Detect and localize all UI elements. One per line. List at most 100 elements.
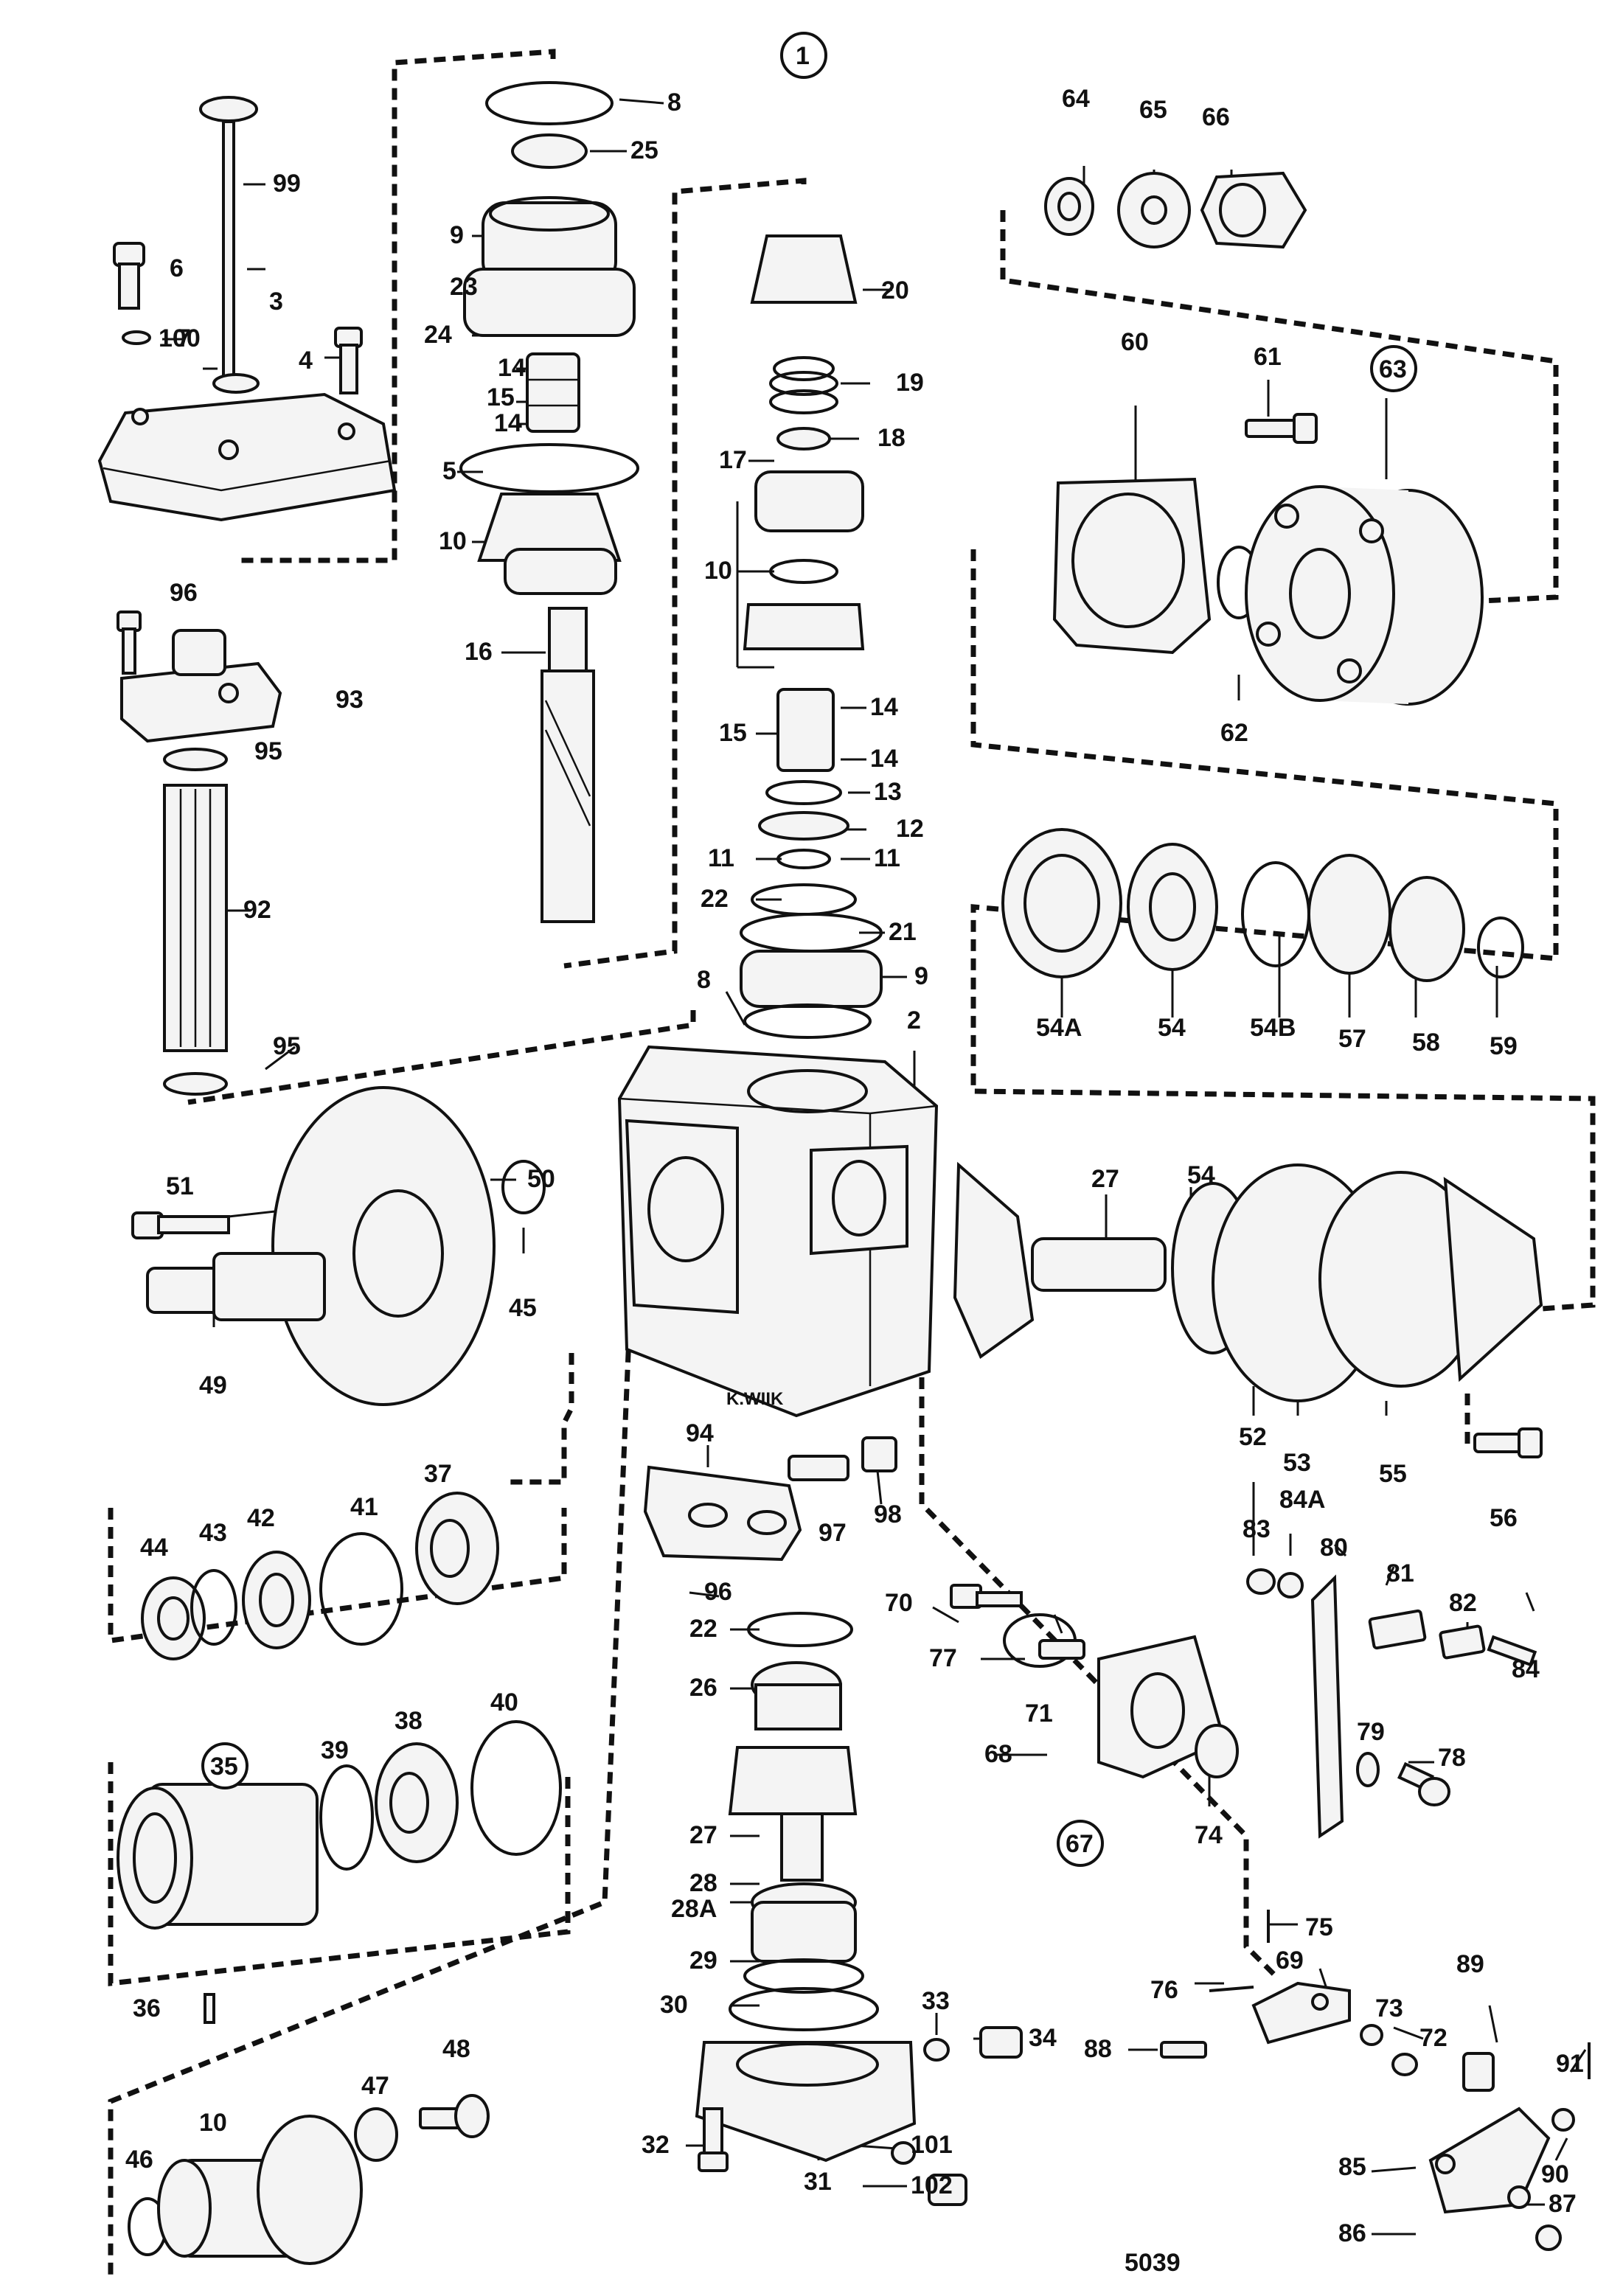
label-53: 53 xyxy=(1283,1449,1311,1477)
label-37: 37 xyxy=(424,1460,452,1488)
label-77: 77 xyxy=(929,1644,957,1672)
label-73: 73 xyxy=(1375,1994,1403,2022)
label-54B: 54B xyxy=(1250,1014,1296,1042)
part-38-bearing xyxy=(375,1742,459,1863)
label-102: 102 xyxy=(911,2171,953,2199)
label-98: 98 xyxy=(874,1500,902,1528)
part-7-washer xyxy=(122,330,151,345)
part-8-shim-top xyxy=(485,81,614,125)
part-54-bearing xyxy=(1127,843,1218,971)
part-80-bracket xyxy=(1310,1574,1344,1839)
circled-label-67: 67 xyxy=(1057,1820,1104,1867)
label-14b: 14 xyxy=(494,409,522,437)
label-90: 90 xyxy=(1541,2160,1569,2188)
part-26-bearing xyxy=(751,1661,842,1730)
part-43-ring xyxy=(190,1569,237,1646)
label-23: 23 xyxy=(450,273,478,301)
part-94-cover xyxy=(643,1465,802,1562)
label-29: 29 xyxy=(689,1947,717,1975)
part-59-ring xyxy=(1477,916,1524,978)
part-86-87-nuts xyxy=(1507,2185,1562,2251)
part-51-bolt xyxy=(131,1211,230,1239)
label-28A: 28A xyxy=(671,1895,717,1923)
part-16-shaft xyxy=(541,607,595,923)
label-95: 95 xyxy=(254,737,282,765)
label-44: 44 xyxy=(140,1534,168,1562)
part-72-73-bolt xyxy=(1360,2024,1418,2076)
label-54b: 54 xyxy=(1158,1014,1186,1042)
label-83: 83 xyxy=(1243,1515,1271,1543)
part-47-nut xyxy=(354,2107,398,2162)
label-48: 48 xyxy=(442,2035,470,2063)
label-38: 38 xyxy=(395,1707,423,1735)
label-65: 65 xyxy=(1139,96,1167,124)
label-97: 97 xyxy=(819,1519,847,1547)
label-15b: 15 xyxy=(719,719,747,747)
label-75: 75 xyxy=(1305,1913,1333,1941)
label-10b: 10 xyxy=(704,557,732,585)
label-82: 82 xyxy=(1449,1589,1477,1617)
part-10-gear-bottom xyxy=(157,2115,363,2265)
label-72: 72 xyxy=(1419,2024,1448,2052)
part-56-bolt xyxy=(1473,1427,1543,1458)
part-21-9-bearing xyxy=(740,913,883,1039)
label-4: 4 xyxy=(299,347,313,375)
label-59: 59 xyxy=(1490,1032,1518,1060)
part-22-shim-lower xyxy=(747,1612,853,1647)
label-16: 16 xyxy=(465,638,493,666)
part-40-oring xyxy=(470,1720,562,1856)
part-70-bolt xyxy=(950,1584,1023,1609)
label-10c: 10 xyxy=(199,2109,227,2137)
svg-text:35: 35 xyxy=(210,1753,238,1781)
label-101: 101 xyxy=(911,2131,953,2159)
label-81: 81 xyxy=(1386,1559,1414,1587)
label-27b: 27 xyxy=(689,1821,717,1849)
label-96: 96 xyxy=(170,579,198,607)
part-25-nut xyxy=(511,133,588,169)
label-14d: 14 xyxy=(870,745,898,773)
label-9: 9 xyxy=(450,221,464,249)
part-14-15-roller-bearing xyxy=(526,352,580,433)
part-78-79-bolt xyxy=(1356,1752,1450,1806)
label-42: 42 xyxy=(247,1504,275,1532)
label-8b: 8 xyxy=(697,966,711,994)
label-39: 39 xyxy=(321,1736,349,1764)
part-97-98-fitting xyxy=(788,1436,897,1481)
label-94: 94 xyxy=(686,1419,714,1447)
part-29-30-rings xyxy=(729,1958,879,2031)
part-88-bolt xyxy=(1160,2041,1207,2059)
label-54: 54 xyxy=(1187,1161,1215,1189)
part-39-ring xyxy=(319,1764,374,1871)
label-62: 62 xyxy=(1220,719,1248,747)
label-8: 8 xyxy=(667,88,681,116)
label-22: 22 xyxy=(701,885,729,913)
part-19-spring xyxy=(769,356,838,414)
label-55: 55 xyxy=(1379,1460,1407,1488)
label-27: 27 xyxy=(1091,1165,1119,1193)
label-52: 52 xyxy=(1239,1423,1267,1451)
label-66: 66 xyxy=(1202,103,1230,131)
label-79: 79 xyxy=(1357,1718,1385,1746)
svg-text:67: 67 xyxy=(1066,1830,1094,1858)
part-54B-ring xyxy=(1241,861,1310,967)
label-28: 28 xyxy=(689,1869,717,1897)
part-49-shaft xyxy=(146,1252,326,1321)
label-88: 88 xyxy=(1084,2035,1112,2063)
svg-text:1: 1 xyxy=(796,42,810,70)
label-46: 46 xyxy=(125,2146,153,2174)
label-7: 7 xyxy=(177,324,191,352)
label-5: 5 xyxy=(442,457,456,485)
label-45: 45 xyxy=(509,1294,537,1322)
label-95b: 95 xyxy=(273,1032,301,1060)
circled-label-63: 63 xyxy=(1370,345,1417,392)
part-5-shim xyxy=(459,443,639,493)
label-57: 57 xyxy=(1338,1025,1366,1053)
part-96-bolt xyxy=(117,610,142,675)
label-70: 70 xyxy=(885,1589,913,1617)
part-28-bearing xyxy=(751,1882,857,1963)
label-64: 64 xyxy=(1062,85,1090,113)
part-17-hub xyxy=(754,470,864,532)
label-14c: 14 xyxy=(870,693,898,721)
circled-label-35: 35 xyxy=(201,1742,249,1789)
label-76: 76 xyxy=(1150,1976,1178,2004)
